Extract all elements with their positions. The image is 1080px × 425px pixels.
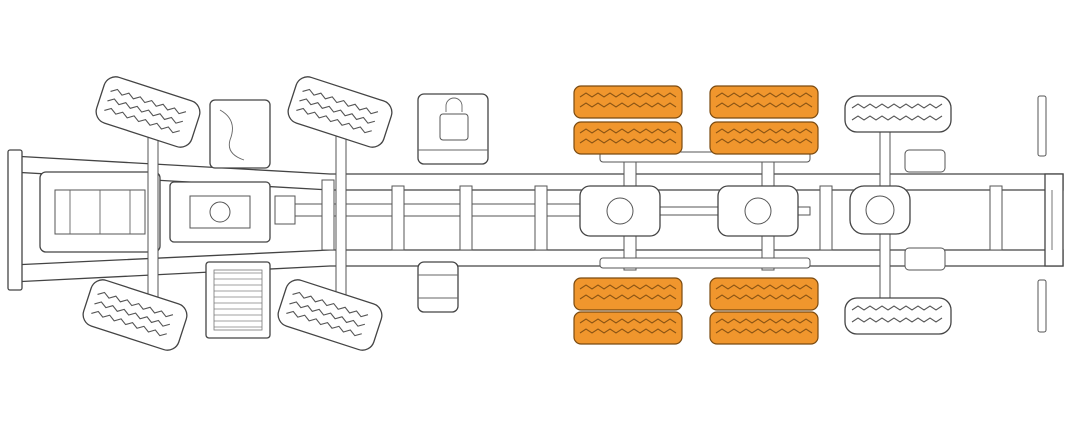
- air-tank-icon: [417, 261, 459, 313]
- dual-tire-4: [709, 121, 819, 155]
- front-axle-2: [335, 129, 347, 301]
- dual-tire-1: [573, 85, 683, 119]
- rear-light-bar: [1037, 95, 1047, 333]
- tag-axle: [849, 129, 946, 301]
- rear-crossmember: [1044, 173, 1064, 267]
- tag-tire-upper: [844, 95, 952, 133]
- rear-axles: [579, 149, 811, 271]
- front-bumper: [7, 149, 23, 291]
- dual-tire-3: [573, 121, 683, 155]
- highlighted-dual-tires: [573, 85, 819, 345]
- front-tire-lower-right: [277, 279, 383, 351]
- cross-members: [321, 179, 1003, 251]
- front-axle-1: [147, 129, 159, 301]
- tag-tire-lower: [844, 297, 952, 335]
- front-tire-upper-right: [287, 76, 393, 148]
- fuel-tank-icon: [417, 93, 489, 165]
- dual-tire-7: [573, 311, 683, 345]
- front-tire-lower-left: [82, 279, 188, 351]
- step-box: [205, 261, 271, 339]
- dual-tire-6: [709, 277, 819, 311]
- front-tire-upper-left: [95, 76, 201, 148]
- dual-tire-2: [709, 85, 819, 119]
- battery-box-icon: [209, 99, 271, 169]
- dual-tire-5: [573, 277, 683, 311]
- dual-tire-8: [709, 311, 819, 345]
